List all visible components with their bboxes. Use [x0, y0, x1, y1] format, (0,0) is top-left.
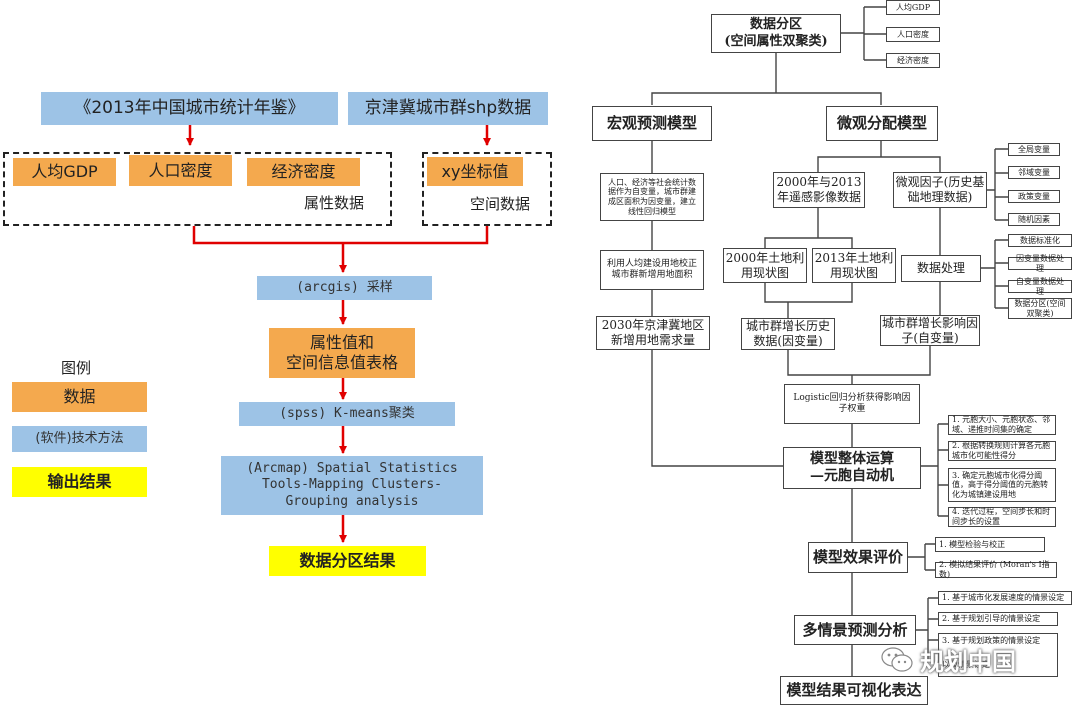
legend-data: 数据 — [12, 382, 147, 412]
node-macro-step3: 2030年京津冀地区新增用地需求量 — [596, 316, 710, 350]
tree-eval-items — [908, 543, 935, 571]
node-top-econ: 经济密度 — [886, 53, 940, 68]
node-proc-partition: 数据分区(空间双聚类) — [1008, 298, 1072, 319]
node-data-processing: 数据处理 — [901, 255, 981, 282]
node-top-pop: 人口密度 — [886, 27, 940, 42]
tree-top — [651, 53, 882, 105]
step-sampling: (arcgis) 采样 — [257, 276, 432, 300]
node-landuse-2000: 2000年土地利用现状图 — [723, 248, 807, 283]
tree-top-items — [841, 6, 886, 61]
node-micro-factor: 微观因子(历史基础地理数据) — [893, 172, 987, 208]
tree-factor-items — [987, 148, 1008, 221]
attr-pop-density: 人口密度 — [129, 155, 232, 186]
merge-line — [192, 226, 489, 245]
node-factor-global: 全局变量 — [1008, 143, 1060, 156]
tree-scenario-items — [916, 597, 938, 660]
node-influence-factors: 城市群增长影响因子(自变量) — [880, 315, 980, 346]
legend-title: 图例 — [61, 359, 92, 377]
spatial-data-group — [422, 152, 552, 226]
node-macro-model: 宏观预测模型 — [592, 106, 712, 141]
attr-econ-density: 经济密度 — [247, 158, 360, 186]
step-arcmap: (Arcmap) Spatial Statistics Tools-Mappin… — [221, 456, 483, 515]
source-yearbook: 《2013年中国城市统计年鉴》 — [41, 92, 338, 125]
node-proc-standardize: 数据标准化 — [1008, 234, 1072, 247]
node-visualization: 模型结果可视化表达 — [780, 676, 928, 705]
wechat-icon — [881, 646, 913, 672]
tree-rs — [764, 208, 853, 248]
legend-method: (软件)技术方法 — [12, 426, 147, 452]
watermark: 规划中国 — [880, 642, 1016, 677]
tree-proc-items — [981, 239, 1008, 309]
node-landuse-2013: 2013年土地利用现状图 — [812, 248, 896, 283]
spatial-xy: xy坐标值 — [427, 157, 523, 186]
node-scenario-item2: 2. 基于规划引导的情景设定 — [938, 612, 1058, 626]
node-micro-model: 微观分配模型 — [826, 106, 938, 141]
node-rs-images: 2000年与2013年遥感影像数据 — [773, 172, 865, 208]
node-cellular-automata: 模型整体运算 —元胞自动机 — [783, 447, 921, 489]
tree-ca-items — [921, 423, 948, 517]
tree-micro — [817, 141, 941, 172]
node-ca-item1: 1. 元胞大小、元胞状态、邻域、递推时间集的确定 — [948, 415, 1056, 435]
node-proc-independent: 自变量数据处理 — [1008, 277, 1072, 296]
scenario-note: 以及情景设定 — [942, 659, 990, 669]
scenario-item3-text: 3. 基于规划政策的情景设定 — [942, 636, 1041, 645]
node-scenario-item3: 3. 基于规划政策的情景设定 以及情景设定 — [938, 633, 1058, 677]
node-evaluation: 模型效果评价 — [808, 542, 908, 573]
result-partition: 数据分区结果 — [269, 546, 426, 576]
attr-gdp: 人均GDP — [13, 158, 116, 186]
node-data-partition: 数据分区 (空间属性双聚类) — [711, 14, 841, 53]
tree-macro — [651, 141, 783, 467]
node-scenario-item1: 1. 基于城市化发展速度的情景设定 — [938, 591, 1072, 605]
node-macro-step2: 利用人均建设用地校正城市群新增用地面积 — [600, 250, 704, 290]
attr-group-label: 属性数据 — [304, 194, 365, 212]
node-history-data: 城市群增长历史数据(因变量) — [741, 318, 835, 350]
node-logistic: Logistic回归分析获得影响因子权重 — [784, 384, 920, 424]
node-eval-item2: 2. 模拟结果评价 (Moran's I指数) — [935, 560, 1057, 579]
node-ca-item4: 4. 迭代过程，空间步长和时间步长的设置 — [948, 507, 1056, 527]
tree-to-logistic — [787, 346, 931, 384]
node-scenario: 多情景预测分析 — [794, 615, 916, 645]
tree-landuse — [764, 283, 853, 318]
node-ca-item2: 2. 根据转换规则计算各元胞城市化可能性得分 — [948, 441, 1056, 461]
node-eval-item1: 1. 模型检验与校正 — [935, 537, 1045, 552]
legend-output: 输出结果 — [12, 467, 147, 497]
node-ca-item3: 3. 确定元胞城市化得分阈值，高于得分阈值的元胞转化为城镇建设用地 — [948, 468, 1056, 502]
attribute-data-group — [3, 152, 392, 226]
step-kmeans: (spss) K-means聚类 — [239, 402, 455, 426]
watermark-text: 规划中国 — [920, 648, 1016, 676]
node-macro-desc: 人口、经济等社会统计数据作为自变量，城市群建成区面积为因变量，建立线性回归模型 — [600, 173, 704, 221]
node-factor-policy: 政策变量 — [1008, 190, 1060, 203]
step-table: 属性值和 空间信息值表格 — [269, 328, 415, 378]
source-shp: 京津冀城市群shp数据 — [348, 92, 548, 125]
node-top-gdp: 人均GDP — [886, 0, 940, 15]
node-factor-random: 随机因素 — [1008, 213, 1060, 226]
spatial-group-label: 空间数据 — [470, 195, 531, 213]
node-factor-neighbor: 邻域变量 — [1008, 166, 1060, 179]
node-proc-dependent: 因变量数据处理 — [1008, 254, 1072, 273]
